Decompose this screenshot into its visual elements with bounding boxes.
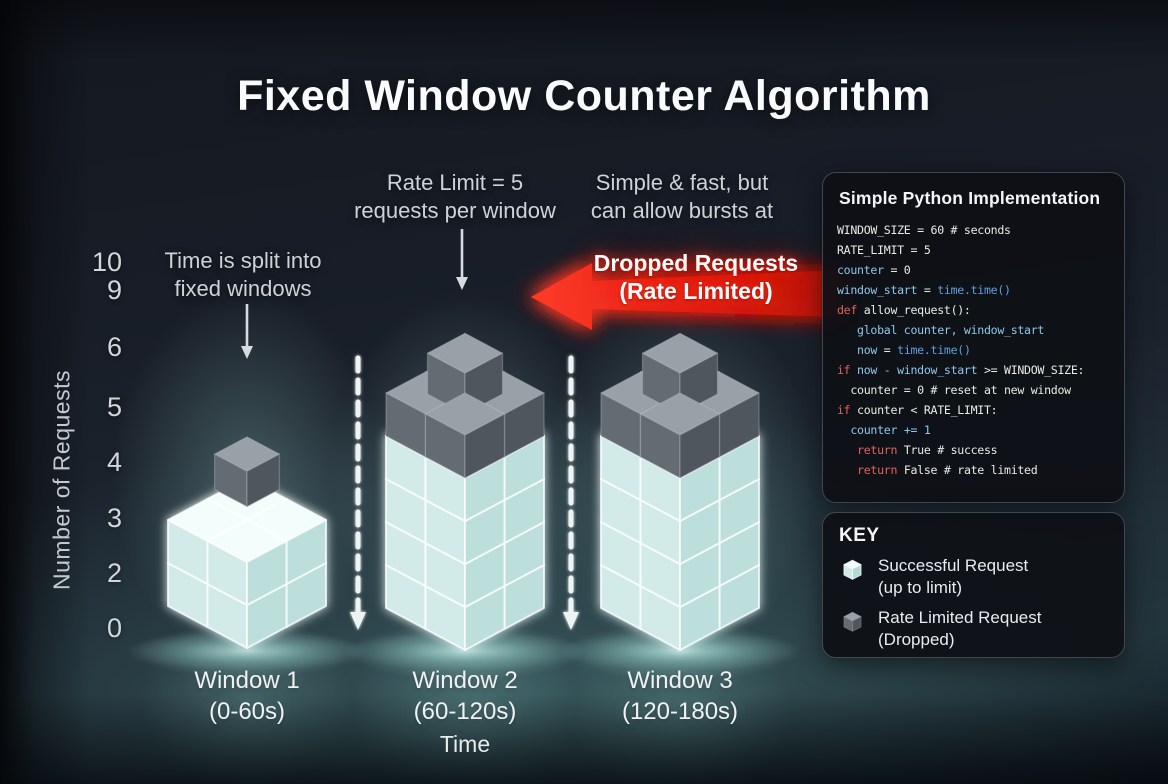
rate-limited-cube-icon — [843, 611, 862, 632]
request-cube-stacks — [167, 332, 760, 651]
y-axis-tick: 2 — [106, 558, 122, 588]
code-line: return False # rate limited — [857, 463, 1038, 477]
window-name: Window 1 — [194, 667, 300, 694]
window-1-label: Window 1 (0-60s) — [137, 665, 357, 727]
y-axis-tick: 6 — [106, 332, 122, 362]
key-item-line: Rate Limited Request — [878, 608, 1042, 627]
window-name: Window 3 — [627, 667, 733, 694]
code-line: RATE_LIMIT = 5 — [837, 243, 931, 257]
code-line: window_start = time.time() — [837, 283, 1011, 297]
annotation-line: fixed windows — [174, 276, 312, 301]
window-range: (60-120s) — [413, 698, 517, 725]
code-line: def allow_request(): — [837, 303, 971, 317]
key-item-text: Rate Limited Request (Dropped) — [878, 607, 1041, 651]
annotation-line: Dropped Requests — [593, 250, 799, 276]
annotation-line: Rate Limit = 5 — [386, 170, 524, 195]
y-axis-tick: 4 — [106, 447, 122, 477]
key-panel: KEY Successful Request (up to limit) — [822, 512, 1125, 658]
key-item-successful: Successful Request (up to limit) — [839, 555, 1108, 599]
y-axis-tick: 3 — [106, 503, 122, 533]
rate-limited-request-cubes — [600, 332, 760, 479]
window-2-label: Window 2 (60-120s) — [355, 665, 575, 727]
rate-annotation-arrow — [456, 229, 468, 290]
code-line: WINDOW_SIZE = 60 # seconds — [837, 223, 1011, 237]
key-item-line: Successful Request — [878, 556, 1029, 575]
annotation-rate-limit: Rate Limit = 5 requests per window — [320, 169, 590, 225]
annotation-split-windows: Time is split into fixed windows — [108, 247, 378, 303]
key-item-rate-limited: Rate Limited Request (Dropped) — [839, 607, 1108, 651]
annotation-bursts: Simple & fast, but can allow bursts at — [558, 169, 806, 225]
dropped-requests-label: Dropped Requests (Rate Limited) — [553, 249, 839, 305]
key-item-line: (up to limit) — [878, 578, 963, 597]
window-range: (120-180s) — [621, 698, 739, 725]
dropped-requests-arrow — [531, 263, 838, 330]
annotation-line: (Rate Limited) — [619, 278, 773, 304]
page-title: Fixed Window Counter Algorithm — [237, 72, 931, 120]
x-axis-label: Time — [439, 731, 491, 757]
code-line: global counter, window_start — [857, 323, 1045, 337]
y-axis-tick: 5 — [106, 392, 122, 422]
key-panel-title: KEY — [839, 525, 880, 546]
y-axis-tick: 9 — [106, 275, 122, 305]
code-line: if counter < RATE_LIMIT: — [837, 403, 998, 417]
code-line: counter += 1 — [850, 423, 931, 437]
annotation-line: Time is split into — [164, 248, 322, 273]
python-code-panel: Simple Python Implementation WINDOW_SIZE… — [822, 172, 1125, 503]
annotation-line: requests per window — [354, 198, 556, 223]
code-panel-title: Simple Python Implementation — [839, 188, 1101, 208]
window-divider-right — [563, 355, 579, 630]
rate-limited-request-cubes — [213, 436, 281, 508]
successful-request-cubes — [167, 477, 327, 649]
y-axis-label: Number of Requests — [48, 370, 75, 590]
code-line: if now - window_start >= WINDOW_SIZE: — [837, 363, 1085, 377]
window-3-label: Window 3 (120-180s) — [570, 665, 790, 727]
y-axis-tick: 0 — [106, 613, 122, 643]
window-divider-left — [350, 355, 366, 630]
annotation-line: can allow bursts at — [590, 198, 774, 223]
rate-limited-request-cubes — [385, 332, 545, 479]
code-line: counter = 0 # reset at new window — [837, 383, 1071, 397]
split-annotation-arrow — [241, 304, 253, 359]
key-item-text: Successful Request (up to limit) — [878, 555, 1028, 599]
code-line: return True # success — [857, 443, 998, 457]
window-range: (0-60s) — [208, 698, 286, 725]
key-item-line: (Dropped) — [878, 630, 955, 649]
code-line: now = time.time() — [857, 343, 971, 357]
successful-cube-icon — [843, 559, 862, 580]
y-axis-tick: 10 — [91, 247, 122, 277]
code-line: counter = 0 — [837, 263, 911, 277]
window-name: Window 2 — [412, 667, 518, 694]
annotation-line: Simple & fast, but — [595, 170, 769, 195]
